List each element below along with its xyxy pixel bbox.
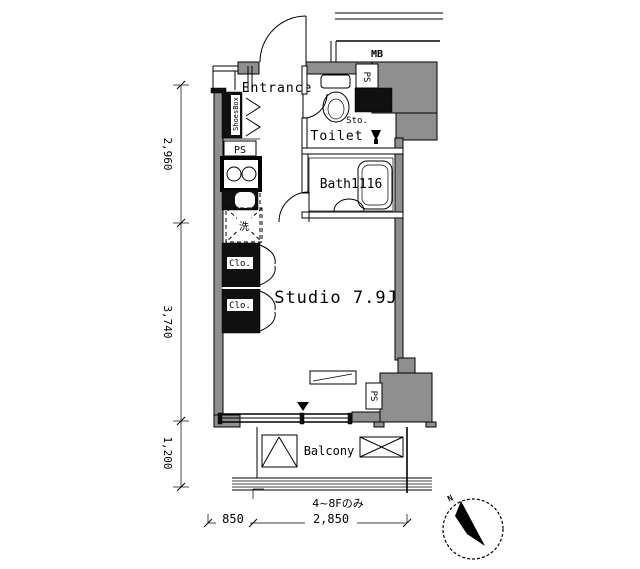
toilet-label: Toilet — [311, 129, 364, 144]
toilet-room: PS Sto. Toilet — [302, 63, 393, 144]
compass-needle-icon — [455, 501, 485, 546]
dim-bottom-small: 850 — [222, 512, 244, 526]
pipe-shaft-label-left: PS — [234, 145, 246, 156]
compass-north-label: N — [446, 493, 454, 503]
balcony-label: Balcony — [304, 444, 355, 458]
closets: Clo. Clo. — [221, 242, 276, 334]
shoes-box-label: ShoesBox — [232, 97, 240, 131]
corridor-lines — [330, 12, 443, 62]
walls — [210, 61, 438, 428]
pipe-shaft-label-bottom: PS — [368, 391, 378, 402]
studio-label: Studio 7.9J — [274, 288, 398, 308]
dim-bottom-large: 2,850 — [313, 512, 349, 526]
evacuation-hatch-icon — [261, 434, 298, 468]
dim-left-0: 2,960 — [161, 137, 174, 170]
entrance-label: Entrance — [242, 81, 313, 96]
meter-box-label: MB — [371, 49, 383, 60]
partitions — [247, 65, 404, 219]
studio-room: Studio 7.9J — [217, 288, 398, 425]
closet-label-2: Clo. — [229, 301, 251, 311]
storage-label: Sto. — [346, 116, 368, 126]
washer-space-label: 洗 — [239, 221, 249, 233]
kitchen-strip: ShoesBox PS 洗 — [220, 91, 263, 243]
toilet-vent-icon — [371, 130, 381, 144]
bay-window-lines — [212, 65, 238, 90]
bath-label: Bath1116 — [320, 177, 383, 192]
pipe-shaft-label-top: PS — [361, 72, 371, 83]
dim-left-2: 1,200 — [161, 436, 174, 469]
floor-note: 4~8Fのみ — [312, 497, 364, 510]
entrance-door — [259, 15, 307, 63]
dimension-chain-left: 2,960 3,740 1,200 — [161, 80, 189, 492]
dimension-chain-bottom: 850 2,850 — [203, 488, 412, 528]
dim-left-1: 3,740 — [161, 305, 174, 338]
compass: N — [442, 493, 504, 560]
window-marker — [297, 402, 309, 411]
balcony: Balcony — [232, 427, 432, 493]
bath-room: Bath1116 — [278, 157, 394, 223]
closet-label-1: Clo. — [229, 259, 251, 269]
partition-board-icon — [359, 436, 404, 458]
pipe-shaft-bottom: PS — [365, 382, 383, 410]
